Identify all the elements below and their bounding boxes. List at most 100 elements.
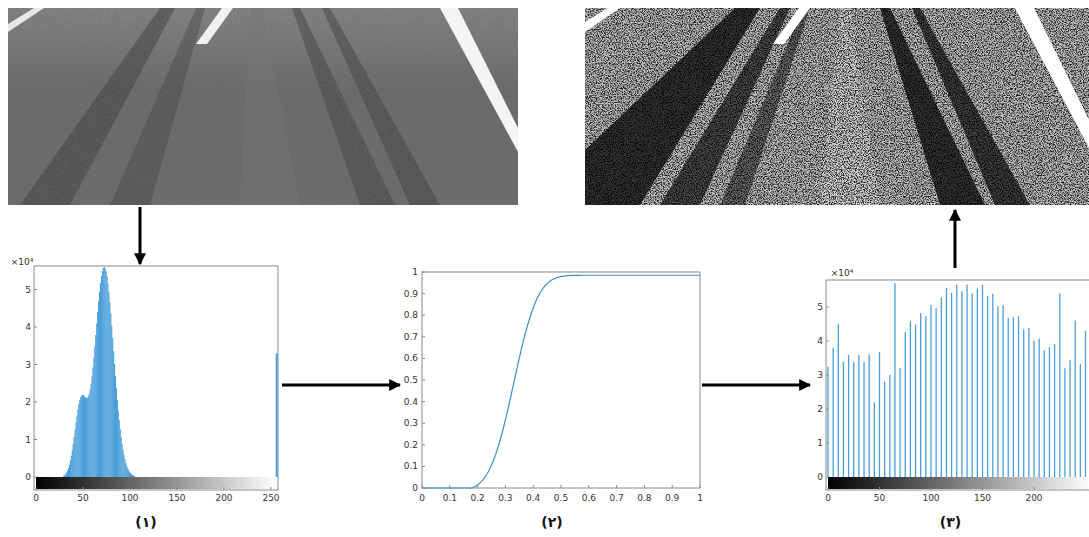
histogram-bar <box>869 354 870 477</box>
histogram-bar <box>982 285 983 477</box>
histogram-bar <box>96 323 97 477</box>
tick-mark <box>931 487 932 490</box>
histogram-bar <box>107 276 108 477</box>
histogram-bar <box>961 291 962 477</box>
axis-label: 1 <box>412 268 418 277</box>
histogram-bar <box>72 450 73 477</box>
axis-label: 1 <box>817 439 823 448</box>
axis-label: 0 <box>25 473 31 482</box>
histogram-bar <box>110 313 111 477</box>
tick-mark <box>422 315 425 316</box>
tick-mark <box>826 477 829 478</box>
histogram-bar <box>74 437 75 477</box>
chart-panel: (۲) <box>402 262 702 535</box>
histogram-bar <box>75 430 76 477</box>
histogram-bar <box>113 351 114 477</box>
tick-mark <box>828 487 829 490</box>
histogram-bar <box>88 397 89 477</box>
histogram-bar <box>117 400 118 477</box>
histogram-bar <box>99 292 100 477</box>
histogram-bar <box>104 267 105 477</box>
histogram-bar <box>86 398 87 477</box>
histogram-bar <box>79 400 80 477</box>
tick-mark <box>34 289 37 290</box>
histogram-bar <box>863 362 864 477</box>
histogram-bar <box>92 367 93 477</box>
histogram-bar <box>107 283 108 477</box>
axis-label: 2 <box>817 405 823 414</box>
histogram-bar <box>93 357 94 477</box>
histogram-bar <box>76 416 77 477</box>
histogram-bar <box>941 298 942 477</box>
histogram-bar <box>899 368 900 477</box>
axis-label: 4 <box>25 323 31 332</box>
histogram-bar <box>956 284 957 477</box>
histogram-bar <box>120 429 121 477</box>
histogram-bar <box>91 376 92 477</box>
axis-label: ×10⁴ <box>831 269 854 278</box>
histogram-bar <box>1008 318 1009 477</box>
flow-arrow <box>954 210 957 268</box>
histogram-bar <box>915 324 916 477</box>
axis-label: 0.2 <box>470 494 484 503</box>
axis-label: 0 <box>825 494 831 503</box>
tick-mark <box>34 364 37 365</box>
chart-panel: (۳) <box>812 262 1089 535</box>
axis-label: 0.5 <box>404 376 418 385</box>
axis-ticks <box>34 272 1034 490</box>
histogram-bar <box>1013 317 1014 477</box>
histogram-bar <box>108 292 109 477</box>
tick-mark <box>177 487 178 490</box>
histogram-bar <box>68 468 69 477</box>
axis-label: 0.9 <box>404 289 418 298</box>
histogram-bar <box>130 473 131 477</box>
axis-label: 0 <box>412 484 418 493</box>
axis-label: 1 <box>697 494 703 503</box>
tick-mark <box>561 485 562 488</box>
axis-label: 50 <box>77 494 88 503</box>
axis-label: 4 <box>817 337 823 346</box>
histogram-bar <box>77 409 78 477</box>
axis-label: ×10⁴ <box>11 258 34 267</box>
histogram-bar <box>66 473 67 477</box>
flow-arrow <box>702 384 810 387</box>
histogram-bar <box>83 395 84 477</box>
histogram-bar <box>132 475 133 477</box>
histogram-bar <box>94 346 95 477</box>
axis-label: 150 <box>168 494 185 503</box>
histogram-bar <box>112 338 113 477</box>
tick-mark <box>672 485 673 488</box>
axis-label: 0.4 <box>526 494 540 503</box>
axis-label: 200 <box>215 494 232 503</box>
axis-label: 0.1 <box>404 462 418 471</box>
histogram-bar <box>101 276 102 477</box>
histogram-bar <box>1064 368 1065 477</box>
tick-mark <box>34 402 37 403</box>
flow-arrow <box>139 207 142 264</box>
histogram-bar <box>122 444 123 477</box>
histogram-bar <box>1044 350 1045 477</box>
tick-mark <box>422 466 425 467</box>
histogram-bar <box>63 476 64 477</box>
histogram-bar <box>89 394 90 477</box>
histogram-bar <box>1059 293 1060 477</box>
axis-label: 0.8 <box>404 311 418 320</box>
histogram-bars <box>828 283 1089 477</box>
axis-label: 50 <box>874 494 885 503</box>
tick-mark <box>826 409 829 410</box>
tick-mark <box>422 358 425 359</box>
axis-label: 0.9 <box>665 494 679 503</box>
histogram-bar <box>73 444 74 477</box>
histogram-bar <box>992 294 993 477</box>
histogram-bar <box>85 397 86 477</box>
histogram-bar <box>78 404 79 477</box>
axis-label: 150 <box>974 494 991 503</box>
histogram-bar <box>1080 364 1081 477</box>
histogram-bar <box>118 410 119 477</box>
histogram-bar <box>126 466 127 477</box>
histogram-bar <box>827 367 828 477</box>
colorbar <box>828 477 1089 489</box>
histogram-bar <box>114 364 115 477</box>
histogram-bar <box>67 471 68 477</box>
histogram-bar <box>81 396 82 477</box>
